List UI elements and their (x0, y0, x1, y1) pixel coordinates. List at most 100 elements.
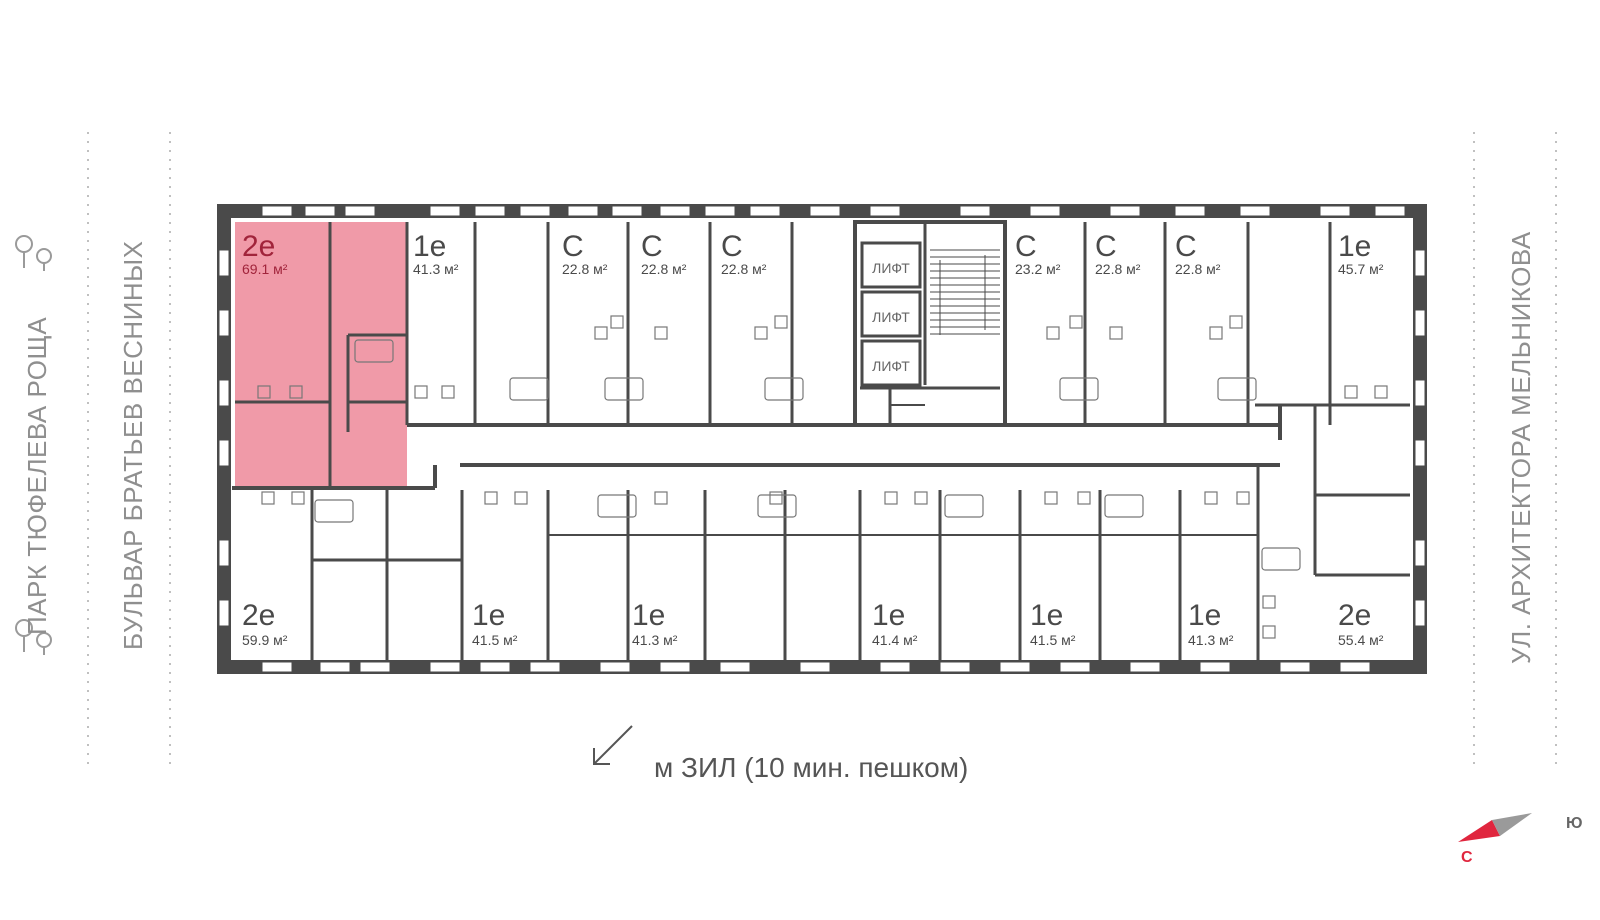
window (479, 661, 511, 673)
window (304, 205, 336, 217)
window (799, 661, 831, 673)
window (1414, 599, 1426, 627)
elevator-shaft (860, 241, 922, 289)
bath-icon (1059, 377, 1099, 401)
fixture-icon (654, 326, 668, 340)
apartment-area-label: 22.8 м² (641, 261, 687, 277)
window (1174, 205, 1206, 217)
window (1199, 661, 1231, 673)
window (719, 661, 751, 673)
fixture-icon (1109, 326, 1123, 340)
window (939, 661, 971, 673)
tree-crown (15, 235, 33, 253)
window (218, 439, 230, 467)
apartment-area-label: 22.8 м² (721, 261, 767, 277)
bath-icon (509, 377, 549, 401)
fixture-icon (1262, 625, 1276, 639)
compass-south-label: Ю (1566, 815, 1583, 832)
window (1129, 661, 1161, 673)
window (359, 661, 391, 673)
apartment-area-label: 41.3 м² (1188, 632, 1234, 648)
elevator-label: ЛИФТ (872, 260, 910, 276)
park-label: ПАРК ТЮФЕЛЕВА РОЩА (22, 316, 52, 635)
apartment-type-label: С (1175, 230, 1197, 263)
fixture-icon (484, 491, 498, 505)
apartment-type-label: С (641, 230, 663, 263)
apartment-type-label: С (1095, 230, 1117, 263)
window (474, 205, 506, 217)
apartment-area-label: 41.5 м² (1030, 632, 1076, 648)
window (1414, 309, 1426, 337)
fixture-icon (289, 385, 303, 399)
bath-icon (597, 494, 637, 518)
fixture-icon (914, 491, 928, 505)
window (611, 205, 643, 217)
window (809, 205, 841, 217)
fixture-icon (1229, 315, 1243, 329)
compass-north-needle (1458, 820, 1500, 842)
window (1374, 205, 1406, 217)
window (1109, 205, 1141, 217)
fixture-icon (514, 491, 528, 505)
apartment-area-label: 41.5 м² (472, 632, 518, 648)
window (869, 205, 901, 217)
apartment-type-label: 1е (1188, 599, 1221, 632)
apartment-area-label: 41.3 м² (632, 632, 678, 648)
apartment-area-label: 55.4 м² (1338, 632, 1384, 648)
apartment-area-label: 23.2 м² (1015, 261, 1061, 277)
tree-crown (36, 632, 52, 648)
stair-lift-core (853, 220, 1007, 427)
selected-apartment-fill (235, 222, 407, 488)
window (1059, 661, 1091, 673)
bath-icon (1261, 547, 1301, 571)
apartment-type-label: 1е (1030, 599, 1063, 632)
window (1239, 205, 1271, 217)
window (429, 661, 461, 673)
window (519, 205, 551, 217)
bath-icon (314, 499, 354, 523)
apartment-type-label: 1е (632, 599, 665, 632)
window (1414, 379, 1426, 407)
bath-icon (604, 377, 644, 401)
metro-arrow-line (593, 725, 633, 765)
fixture-icon (257, 385, 271, 399)
fixture-icon (610, 315, 624, 329)
window (659, 661, 691, 673)
fixture-icon (774, 315, 788, 329)
bath-icon (764, 377, 804, 401)
window (218, 599, 230, 627)
fixture-icon (754, 326, 768, 340)
window (704, 205, 736, 217)
apartment-type-label: 1е (472, 599, 505, 632)
fixture-icon (441, 385, 455, 399)
compass-south-needle (1492, 813, 1532, 836)
apartment-type-label: С (562, 230, 584, 263)
fixture-icon (594, 326, 608, 340)
apartment-area-label: 22.8 м² (562, 261, 608, 277)
apartment-type-label: С (1015, 230, 1037, 263)
window (1029, 205, 1061, 217)
apartment-area-label: 41.4 м² (872, 632, 918, 648)
elevator-shaft (860, 339, 922, 387)
metro-label: м ЗИЛ (10 мин. пешком) (654, 752, 969, 783)
window (959, 205, 991, 217)
window (1414, 539, 1426, 567)
window (879, 661, 911, 673)
street-right-label: УЛ. АРХИТЕКТОРА МЕЛЬНИКОВА (1506, 231, 1536, 664)
bath-icon (354, 339, 394, 363)
window (261, 205, 293, 217)
fixture-icon (1236, 491, 1250, 505)
bath-icon (1217, 377, 1257, 401)
fixture-icon (291, 491, 305, 505)
apartment-type-label: 1е (413, 230, 446, 263)
apartment-type-label: 2е (242, 230, 275, 263)
apartment-type-label: 1е (872, 599, 905, 632)
bath-icon (944, 494, 984, 518)
tree-crown (36, 248, 52, 264)
tree-icon (15, 235, 52, 271)
apartment-type-label: С (721, 230, 743, 263)
tree-icon (15, 619, 52, 655)
apartment-area-label: 59.9 м² (242, 632, 288, 648)
fixture-icon (1262, 595, 1276, 609)
